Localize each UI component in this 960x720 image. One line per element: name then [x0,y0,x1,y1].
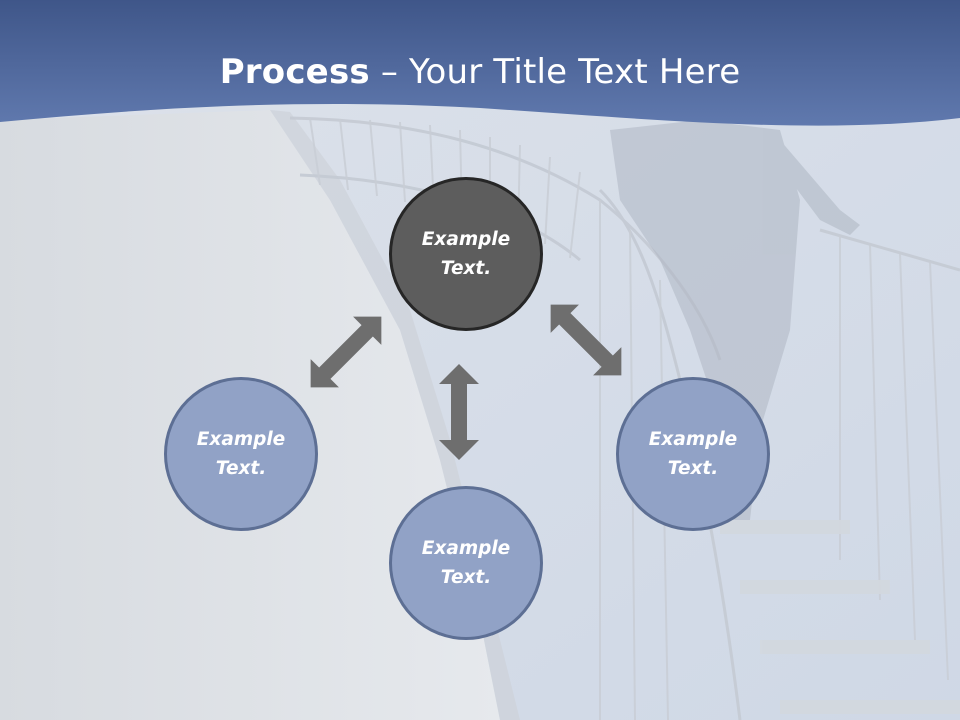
double-arrow-vertical [439,364,479,460]
title-bold: Process [219,52,370,92]
node-bottom-label: Example Text. [421,538,511,588]
double-arrow-upper-right [550,304,622,376]
title-rest: – Your Title Text Here [369,52,741,92]
node-right-label: Example Text. [648,429,738,479]
node-top: Example Text. [389,177,543,331]
slide-title: Process – Your Title Text Here [0,52,960,92]
node-top-label: Example Text. [421,229,511,279]
node-left-label: Example Text. [196,429,286,479]
node-left: Example Text. [164,377,318,531]
double-arrow-upper-left [310,316,382,388]
node-right: Example Text. [616,377,770,531]
node-bottom: Example Text. [389,486,543,640]
